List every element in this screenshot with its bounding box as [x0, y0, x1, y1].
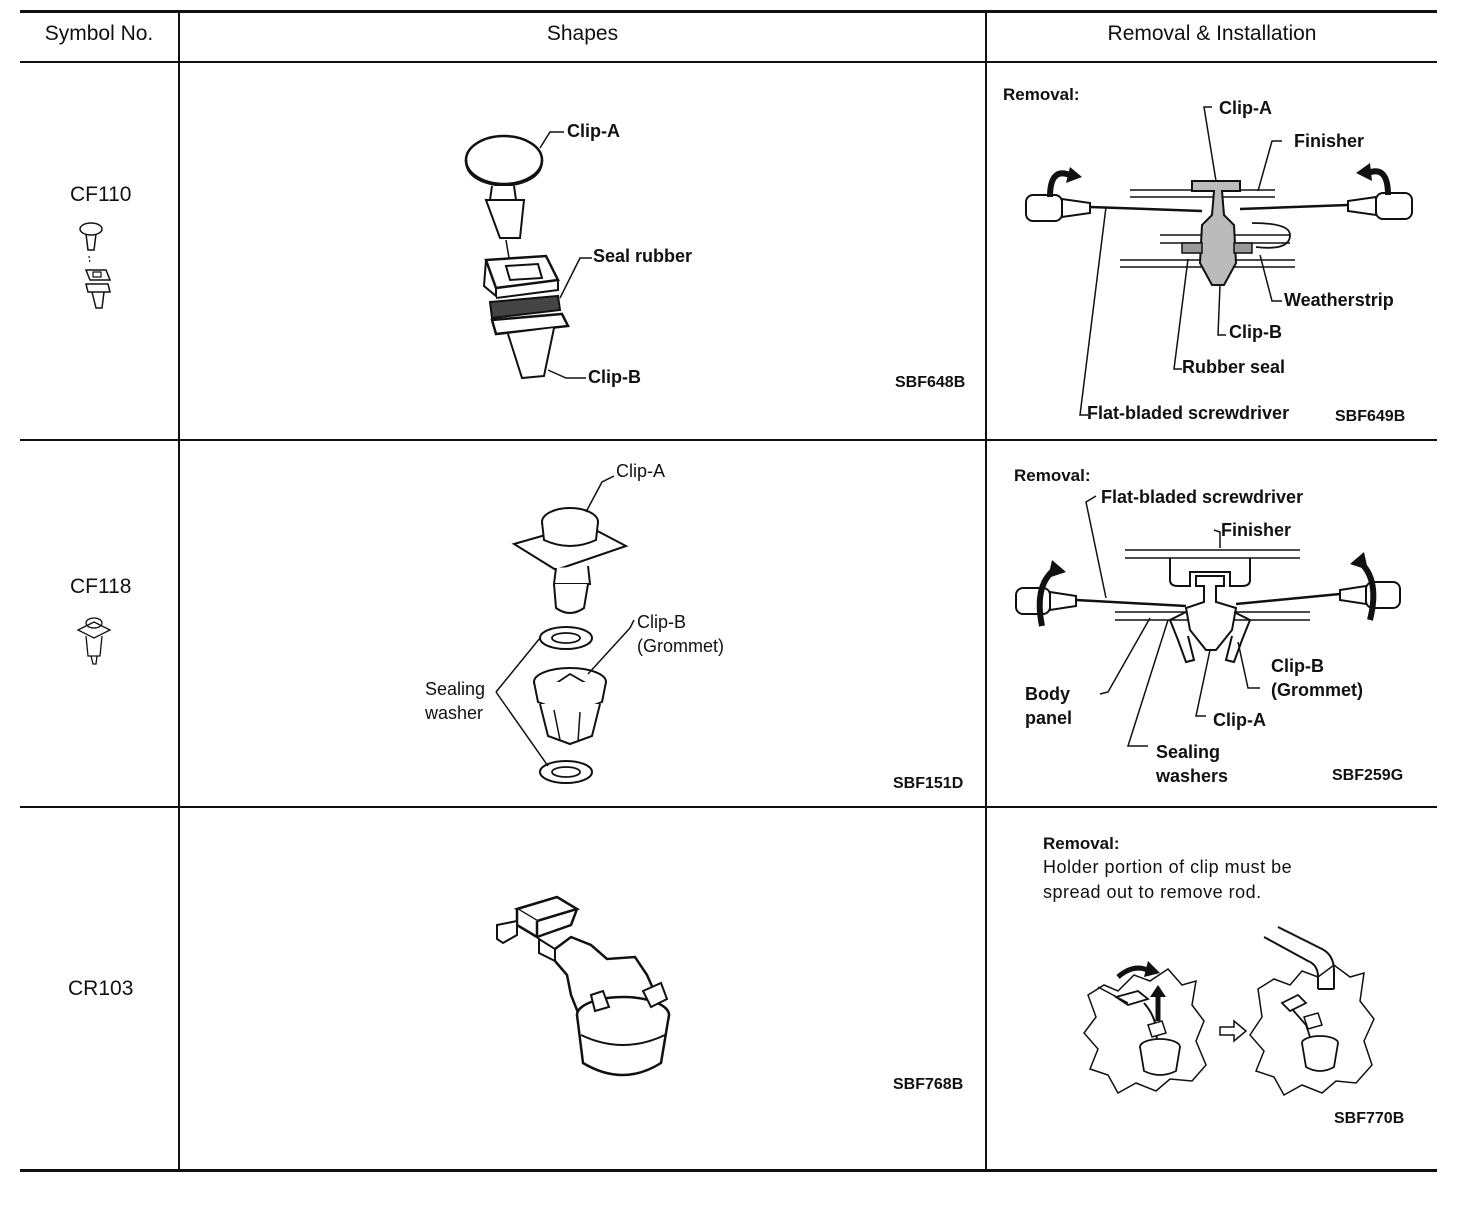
cf110-removal-figure-code: SBF649B	[1335, 408, 1406, 425]
header-shapes: Shapes	[546, 22, 619, 45]
header-bottom-rule	[20, 61, 1437, 63]
cf110-shape-label-clip-a: Clip-A	[567, 121, 620, 141]
cf118-shape-label-clip-a: Clip-A	[616, 461, 666, 481]
cf118-removal-label-clip-a: Clip-A	[1213, 710, 1266, 730]
cr103-removal-figure-code: SBF770B	[1334, 1110, 1405, 1127]
cf118-removal-label-finisher: Finisher	[1221, 520, 1292, 540]
cf118-removal-label-clip-b: Clip-B	[1271, 656, 1324, 676]
cr103-removal-note-line-1: Holder portion of clip must be	[1043, 857, 1293, 877]
cf110-removal-label-weatherstrip: Weatherstrip	[1284, 290, 1394, 310]
row-divider-2	[20, 806, 1437, 808]
cf110-removal-title: Removal:	[1003, 85, 1080, 104]
clip-cr103-illustration	[495, 895, 695, 1095]
cf118-removal-label-grommet: (Grommet)	[1271, 680, 1364, 700]
clip-cf110-leader-lines	[520, 120, 610, 390]
cf118-shape-label-sealing: Sealing	[425, 679, 486, 699]
symbol-cf118: CF118	[70, 575, 132, 598]
cf118-removal-title: Removal:	[1014, 466, 1091, 485]
cf110-removal-label-finisher: Finisher	[1294, 131, 1365, 151]
cr103-shape-figure-code: SBF768B	[893, 1076, 964, 1093]
cf118-removal-illustration	[1010, 490, 1410, 780]
clip-cf118-exploded-illustration	[420, 460, 760, 800]
row-divider-1	[20, 439, 1437, 441]
cf110-removal-label-flat-bladed-screwdriver: Flat-bladed screwdriver	[1087, 403, 1290, 423]
cf110-removal-label-clip-b: Clip-B	[1229, 322, 1282, 342]
symbol-cf110: CF110	[70, 183, 132, 206]
cr103-removal-illustration	[1078, 925, 1378, 1115]
cf110-shape-figure-code: SBF648B	[895, 374, 966, 391]
header-symbol-no: Symbol No.	[44, 22, 154, 45]
cf118-shape-figure-code: SBF151D	[893, 775, 964, 792]
cf110-removal-illustration	[1020, 95, 1420, 415]
cf118-shape-label-washer: washer	[425, 703, 484, 723]
cf110-removal-label-rubber-seal: Rubber seal	[1182, 357, 1286, 377]
header-removal-installation: Removal & Installation	[1107, 22, 1317, 45]
cf118-removal-label-sealing: Sealing	[1156, 742, 1221, 762]
clip-cf110-exploded-illustration	[450, 120, 600, 390]
cr103-removal-note-line-2: spread out to remove rod.	[1043, 882, 1262, 902]
column-divider-2	[985, 10, 987, 1172]
cf118-removal-label-panel: panel	[1025, 708, 1073, 728]
cf110-shape-label-seal-rubber: Seal rubber	[593, 246, 693, 266]
cf110-shape-label-clip-b: Clip-B	[588, 367, 641, 387]
cf118-removal-figure-code: SBF259G	[1332, 767, 1404, 784]
cf118-removal-label-washers: washers	[1156, 766, 1229, 786]
clip-cf118-small-icon	[74, 612, 114, 667]
cf118-removal-label-body: Body	[1025, 684, 1070, 704]
table-bottom-rule	[20, 1169, 1437, 1172]
table-top-rule	[20, 10, 1437, 13]
symbol-cr103: CR103	[68, 977, 134, 1000]
column-divider-1	[178, 10, 180, 1172]
cr103-removal-title: Removal:	[1043, 834, 1120, 853]
cf110-removal-label-clip-a: Clip-A	[1219, 98, 1272, 118]
clip-cf110-small-icon	[74, 220, 124, 315]
cf118-shape-label-clip-b: Clip-B	[637, 612, 687, 632]
cf118-shape-label-grommet: (Grommet)	[637, 636, 724, 656]
cf118-removal-label-flat-bladed-screwdriver: Flat-bladed screwdriver	[1101, 487, 1304, 507]
